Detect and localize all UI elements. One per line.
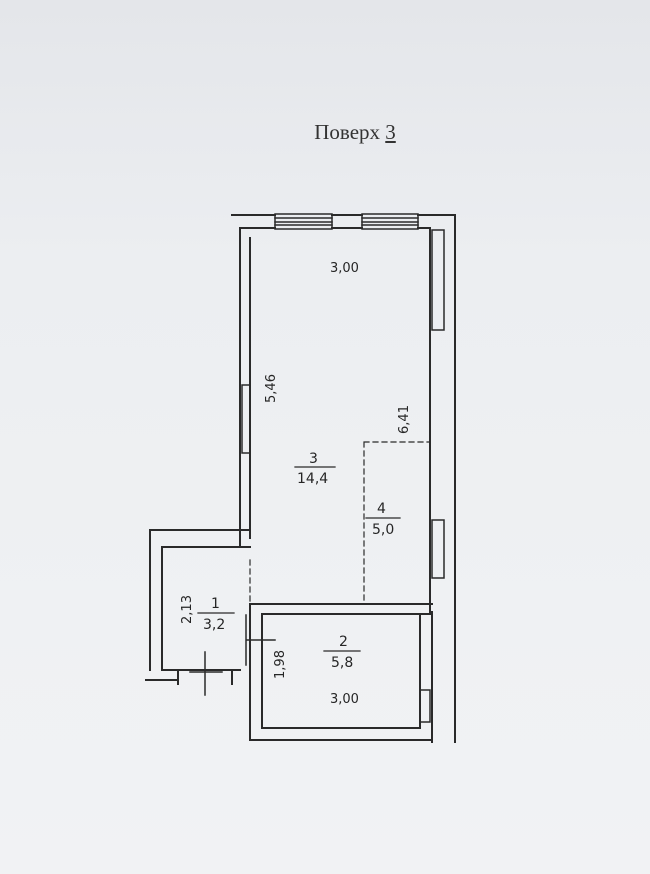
dim-loggia-length: 6,41 <box>396 405 412 434</box>
window-room2 <box>419 689 431 723</box>
door-mark <box>189 651 223 696</box>
wall-room2-bottom <box>249 727 433 741</box>
room4-area: 5,0 <box>372 522 395 538</box>
window-top-right <box>361 213 419 230</box>
room1-area: 3,2 <box>203 617 226 633</box>
wall-room1-top <box>149 529 251 548</box>
floor-number: 3 <box>385 120 396 144</box>
room2-area: 5,8 <box>331 655 354 671</box>
room4-number: 4 <box>377 501 386 517</box>
dashed-loggia <box>363 441 431 605</box>
dim-room3-width: 3,00 <box>330 261 359 276</box>
title-prefix: Поверх <box>314 120 381 144</box>
opening-left-room3 <box>241 384 251 454</box>
window-top-left <box>274 213 333 230</box>
plan-title: Поверх 3 <box>0 120 650 145</box>
wall-room2-top <box>249 603 433 615</box>
dim-room2-width: 3,00 <box>330 692 359 707</box>
room3-number: 3 <box>309 451 318 467</box>
room2-number: 2 <box>339 634 348 650</box>
window-right-lower <box>431 519 445 579</box>
window-right-upper <box>431 229 445 331</box>
dim-room1-length: 2,13 <box>179 595 195 624</box>
dim-room3-length: 5,46 <box>263 374 279 403</box>
wall-room1-left <box>149 529 163 671</box>
wall-room2-left <box>249 603 263 741</box>
entrance-wall <box>145 669 233 685</box>
door-room2 <box>245 614 276 666</box>
room1-number: 1 <box>211 596 220 612</box>
dim-room2-length: 1,98 <box>272 650 288 679</box>
room3-area: 14,4 <box>297 471 329 487</box>
